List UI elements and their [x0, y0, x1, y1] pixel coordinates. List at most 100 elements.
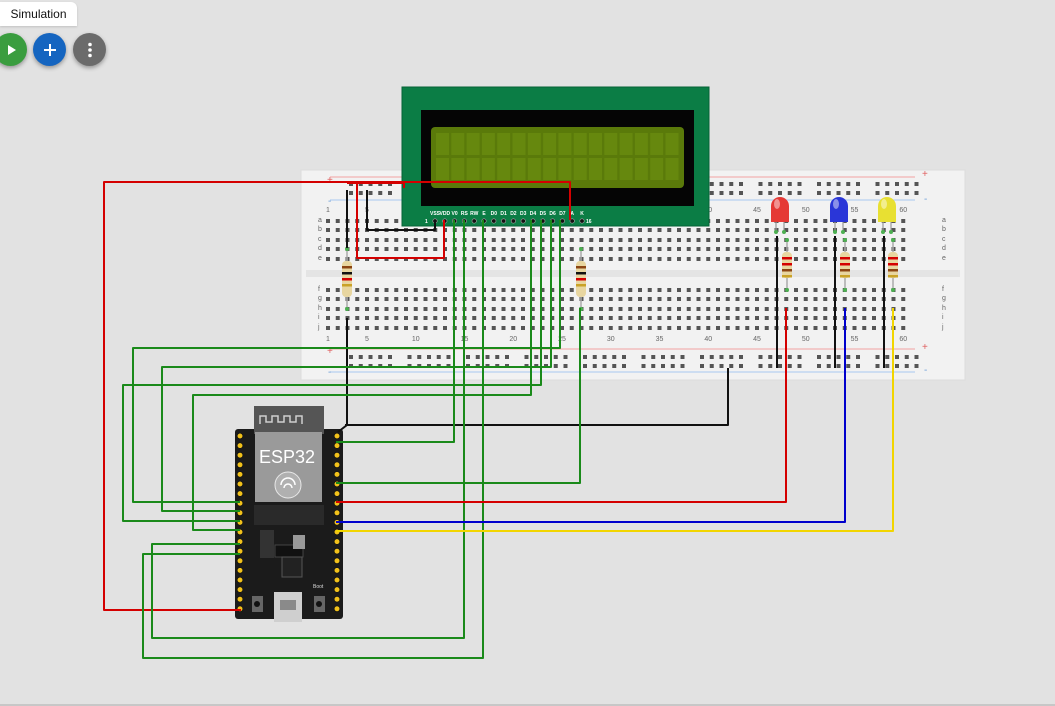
lcd-cell	[619, 133, 633, 155]
breadboard-hole	[784, 228, 789, 232]
breadboard-hole	[803, 257, 808, 261]
breadboard-hole	[443, 288, 447, 292]
tab-simulation[interactable]: Simulation	[0, 2, 77, 26]
breadboard-hole	[384, 288, 389, 292]
rail-hole	[787, 364, 792, 368]
rail-hole	[602, 355, 607, 359]
breadboard-hole	[335, 316, 340, 320]
column-number: 55	[851, 336, 859, 343]
breadboard-hole	[647, 247, 652, 251]
esp32-pin	[236, 567, 244, 574]
breadboard-hole	[365, 316, 369, 320]
breadboard-hole	[589, 316, 594, 320]
rail-hole	[787, 355, 792, 359]
breadboard-hole	[706, 247, 711, 251]
breadboard-hole	[501, 247, 506, 251]
wire-green-d7	[132, 220, 561, 503]
breadboard-hole	[852, 257, 857, 261]
row-letter: b	[318, 226, 322, 233]
breadboard-hole	[803, 288, 808, 292]
wire-black-lcd-vss	[366, 190, 436, 231]
breadboard-hole	[706, 316, 711, 320]
column-number: 45	[753, 207, 761, 214]
led-blue	[830, 197, 848, 234]
breadboard-hole	[755, 238, 759, 242]
rail-hole	[378, 355, 383, 359]
rail-hole	[719, 355, 724, 359]
breadboard-hole	[677, 247, 681, 251]
breadboard-hole	[803, 316, 808, 320]
breadboard-hole	[696, 316, 701, 320]
esp32-pin	[333, 538, 341, 545]
rail-minus-top-right: -	[924, 194, 927, 205]
breadboard-hole	[686, 238, 691, 242]
wires[interactable]	[103, 181, 894, 659]
breadboard-hole	[521, 238, 525, 242]
add-button[interactable]	[33, 33, 66, 66]
rail-minus-top-left: -	[328, 196, 331, 207]
lcd-pin-label: D0	[491, 211, 498, 217]
lcd-cell	[589, 158, 602, 180]
breadboard-hole	[491, 238, 496, 242]
breadboard-hole	[842, 228, 847, 232]
wire-yellow-led-signal	[336, 308, 894, 532]
rail-hole	[914, 355, 919, 359]
wire-red-rail	[347, 182, 405, 188]
rail-hole	[739, 355, 743, 359]
breadboard-hole	[326, 228, 330, 232]
breadboard-hole	[355, 288, 360, 292]
breadboard-hole	[491, 257, 496, 261]
more-button[interactable]	[73, 33, 106, 66]
breadboard-hole	[647, 316, 652, 320]
breadboard-hole	[550, 316, 555, 320]
breadboard-hole	[618, 247, 623, 251]
breadboard-hole	[404, 316, 408, 320]
lcd-character-cells	[436, 133, 679, 180]
rail-hole	[622, 355, 626, 359]
play-button[interactable]	[0, 33, 27, 66]
breadboard-hole	[716, 228, 720, 232]
breadboard-hole	[755, 228, 759, 232]
rail-hole	[758, 364, 763, 368]
lcd-cell	[634, 158, 648, 180]
breadboard-hole	[433, 307, 438, 311]
breadboard-hole	[823, 307, 828, 311]
breadboard-hole	[657, 238, 662, 242]
esp32-pin	[236, 490, 244, 497]
rail-hole	[856, 182, 860, 186]
row-letter: g	[942, 295, 946, 302]
esp32-board[interactable]: ESP32 Boot	[235, 406, 343, 622]
breadboard-hole	[550, 238, 555, 242]
rail-hole	[583, 364, 587, 368]
row-letter: c	[318, 236, 322, 243]
breadboard-hole	[813, 297, 818, 301]
row-letter: i	[318, 314, 320, 321]
breadboard-hole	[521, 247, 525, 251]
rail-hole	[739, 364, 743, 368]
breadboard-hole	[413, 326, 418, 330]
rail-plus-top-right: +	[922, 169, 928, 180]
breadboard-hole	[569, 316, 574, 320]
lcd-cell	[451, 133, 465, 155]
breadboard-hole	[872, 307, 876, 311]
lcd-pin-label: D2	[510, 211, 517, 217]
breadboard-hole	[852, 316, 857, 320]
esp32-pin	[333, 432, 341, 440]
rail-hole	[758, 355, 763, 359]
rail-hole	[846, 191, 851, 195]
breadboard-hole	[608, 257, 613, 261]
wire-black-rail-gnd	[345, 368, 729, 426]
rail-hole	[641, 364, 646, 368]
lcd-pin-label: V0	[452, 211, 458, 217]
led-yellow	[878, 197, 896, 234]
rail-hole	[592, 364, 597, 368]
bottom-border	[0, 704, 1055, 706]
breadboard-hole	[404, 238, 408, 242]
breadboard-hole	[530, 247, 535, 251]
rail-hole	[895, 182, 899, 186]
rail-hole	[651, 355, 656, 359]
breadboard-hole	[511, 316, 516, 320]
breadboard-hole	[540, 307, 545, 311]
